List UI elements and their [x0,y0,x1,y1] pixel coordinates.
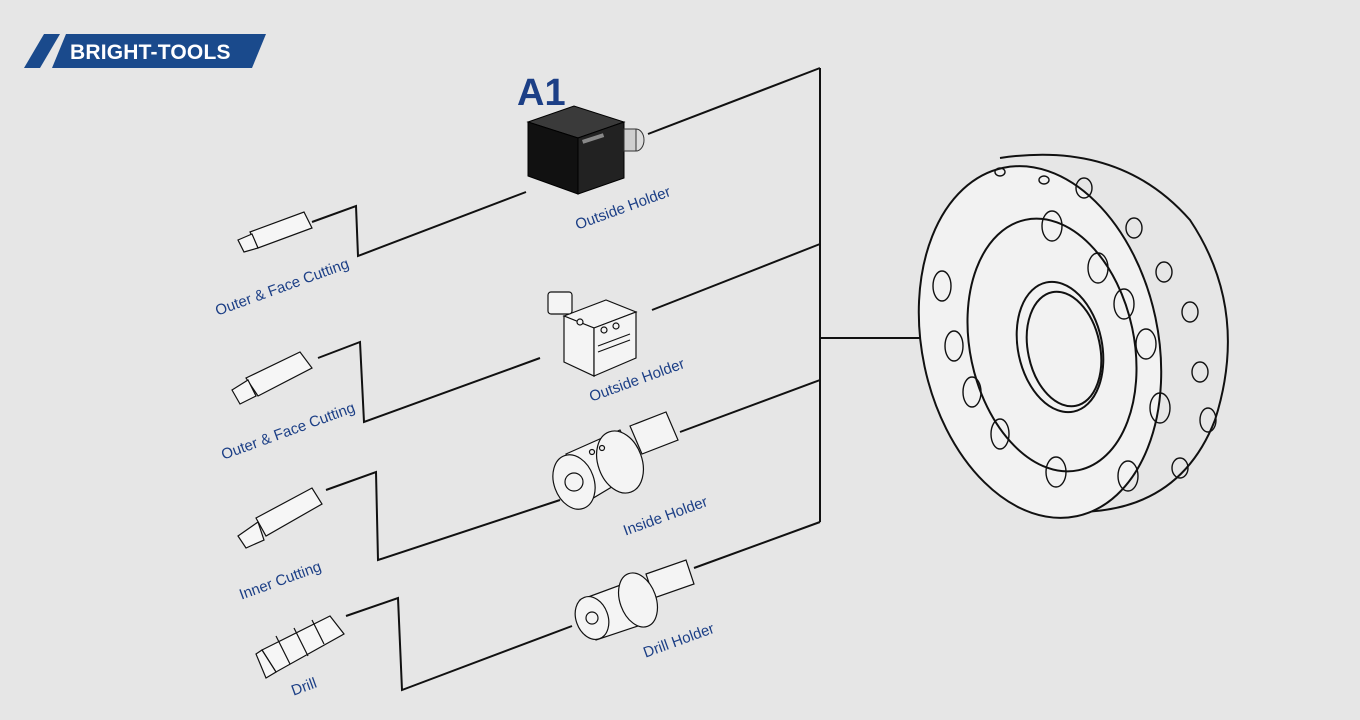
clamp-holder-icon [547,291,638,377]
round-bore-holder-icon [552,411,679,510]
turret-disc-icon [917,153,1229,519]
marker-label: A1 [517,72,566,114]
holder3-connector [679,379,821,433]
holder4-connector [693,521,821,569]
tool2-connector [317,340,541,424]
turning-tool-icon-2 [231,351,313,405]
square-block-holder-icon [526,105,645,195]
logo-banner [52,34,266,68]
brand-logo [24,34,266,68]
twist-drill-icon [255,615,345,679]
holder1-connector [647,67,821,135]
holder2-connector [651,243,821,311]
tool1-connector [311,191,527,258]
tool4-connector [345,596,573,692]
logo-stripe [24,34,60,68]
brand-name: BRIGHT-TOOLS [70,41,231,64]
connector-lines [311,67,945,692]
tool3-connector [325,470,561,562]
drill-sleeve-holder-icon [574,559,695,641]
boring-bar-icon [237,487,323,549]
turning-tool-icon-1 [237,211,313,253]
